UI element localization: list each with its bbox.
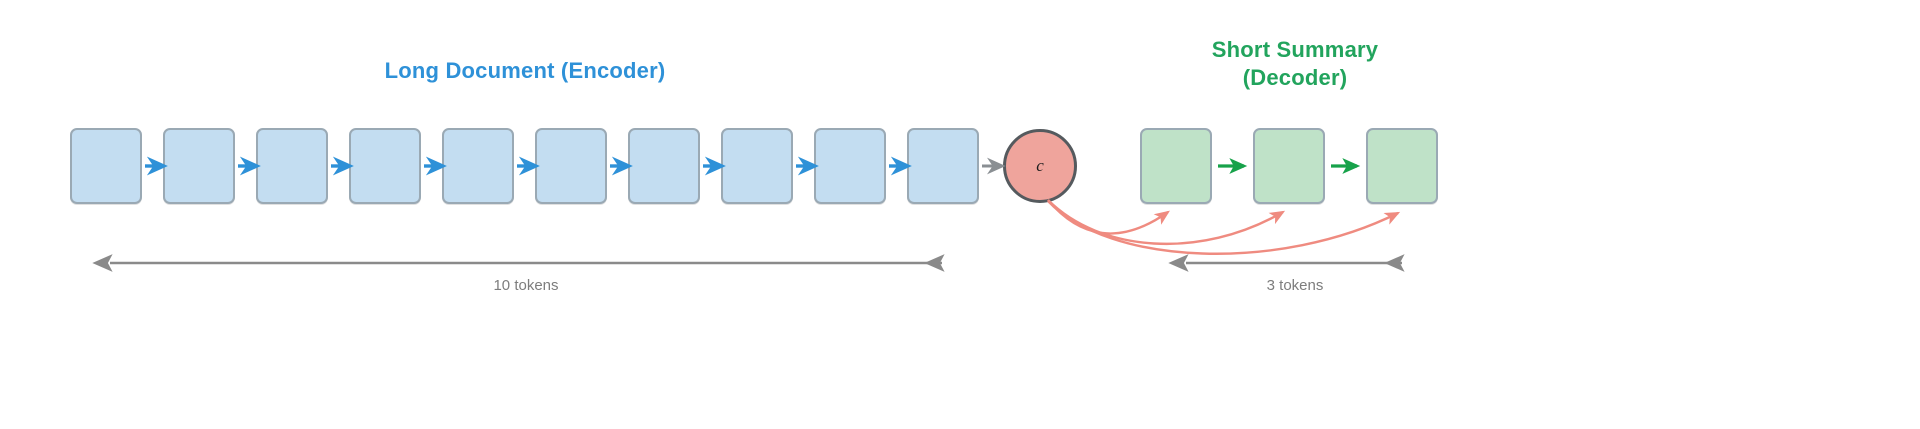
decoder-token-count-label: 3 tokens [1266, 277, 1324, 294]
encoder-token-box-1[interactable] [70, 128, 142, 204]
encoder-token-box-9[interactable] [814, 128, 886, 204]
decoder-token-box-2[interactable] [1253, 128, 1325, 204]
decoder-title-line1: Short Summary [1211, 37, 1379, 62]
decoder-title-line2: (Decoder) [1242, 64, 1348, 90]
cross-attention-arrow-2 [1047, 199, 1286, 246]
encoder-token-box-2[interactable] [163, 128, 235, 204]
decoder-title: Short Summary(Decoder) [1110, 36, 1480, 91]
encoder-token-count-label: 10 tokens [493, 277, 559, 294]
encoder-token-box-4[interactable] [349, 128, 421, 204]
context-vector-label: c [1036, 156, 1044, 175]
decoder-token-box-1[interactable] [1140, 128, 1212, 204]
encoder-token-box-3[interactable] [256, 128, 328, 204]
cross-attention-arrows [1047, 199, 1401, 255]
context-vector-circle[interactable]: c [1003, 129, 1077, 203]
encoder-token-box-10[interactable] [907, 128, 979, 204]
cross-attention-arrow-1 [1047, 199, 1170, 235]
encoder-token-box-6[interactable] [535, 128, 607, 204]
cross-attention-arrow-3 [1047, 200, 1401, 255]
encoder-token-box-5[interactable] [442, 128, 514, 204]
encoder-token-box-8[interactable] [721, 128, 793, 204]
encoder-token-box-7[interactable] [628, 128, 700, 204]
encoder-title: Long Document (Encoder) [384, 58, 666, 83]
decoder-token-box-3[interactable] [1366, 128, 1438, 204]
